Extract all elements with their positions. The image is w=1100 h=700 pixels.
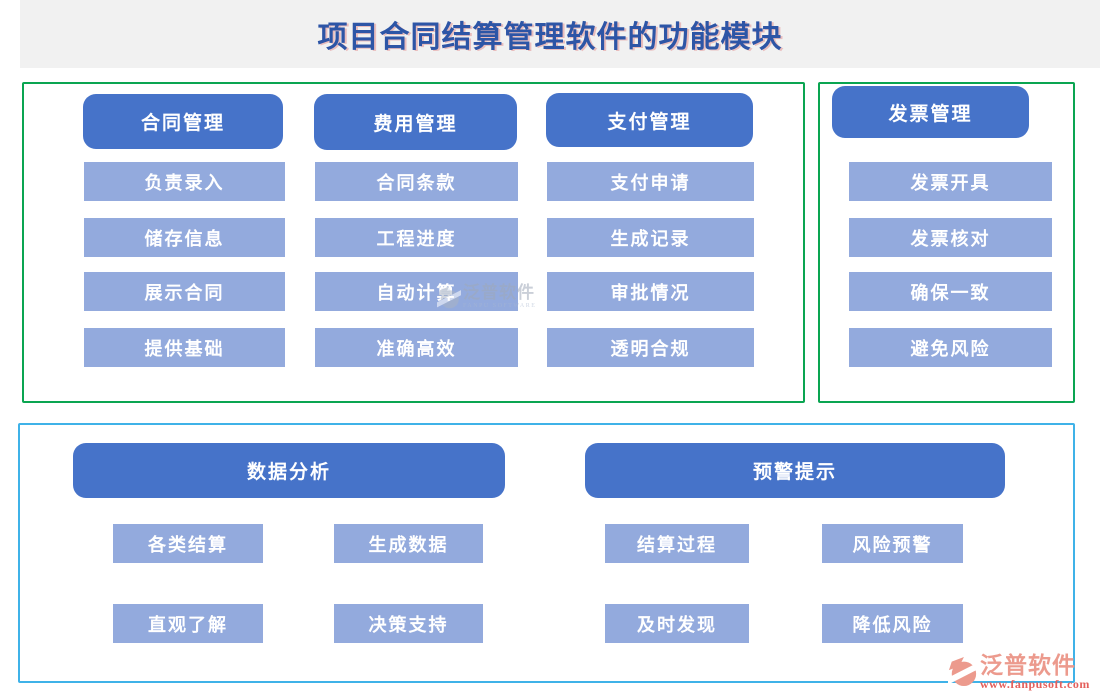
module-item: 展示合同 (84, 272, 285, 311)
module-header-payment: 支付管理 (546, 93, 753, 147)
module-item: 结算过程 (605, 524, 749, 563)
title-band (0, 0, 1100, 68)
module-item: 确保一致 (849, 272, 1052, 311)
module-item: 生成记录 (547, 218, 754, 257)
module-item: 及时发现 (605, 604, 749, 643)
module-item: 审批情况 (547, 272, 754, 311)
module-item: 生成数据 (334, 524, 483, 563)
module-item: 透明合规 (547, 328, 754, 367)
module-header-expense: 费用管理 (314, 94, 517, 150)
fanpu-logo-icon (942, 654, 986, 693)
module-item: 自动计算 (315, 272, 518, 311)
page-title: 项目合同结算管理软件的功能模块 (317, 21, 783, 54)
module-item: 储存信息 (84, 218, 285, 257)
module-item: 工程进度 (315, 218, 518, 257)
module-header-invoice: 发票管理 (832, 86, 1029, 138)
module-item: 避免风险 (849, 328, 1052, 367)
brand-website: www.fanpusoft.com (980, 677, 1090, 691)
module-item: 决策支持 (334, 604, 483, 643)
module-item: 准确高效 (315, 328, 518, 367)
brand-logo: 泛普软件 www.fanpusoft.com (942, 653, 1090, 693)
module-item: 降低风险 (822, 604, 963, 643)
module-item: 负责录入 (84, 162, 285, 201)
module-item: 发票开具 (849, 162, 1052, 201)
module-item: 合同条款 (315, 162, 518, 201)
module-header-contract: 合同管理 (83, 94, 283, 149)
module-item: 发票核对 (849, 218, 1052, 257)
module-header-data-analysis: 数据分析 (73, 443, 505, 498)
module-item: 直观了解 (113, 604, 263, 643)
module-item: 风险预警 (822, 524, 963, 563)
module-item: 各类结算 (113, 524, 263, 563)
module-header-warning: 预警提示 (585, 443, 1005, 498)
brand-name: 泛普软件 (980, 653, 1076, 678)
title-band-notch (0, 0, 20, 68)
module-item: 提供基础 (84, 328, 285, 367)
module-item: 支付申请 (547, 162, 754, 201)
